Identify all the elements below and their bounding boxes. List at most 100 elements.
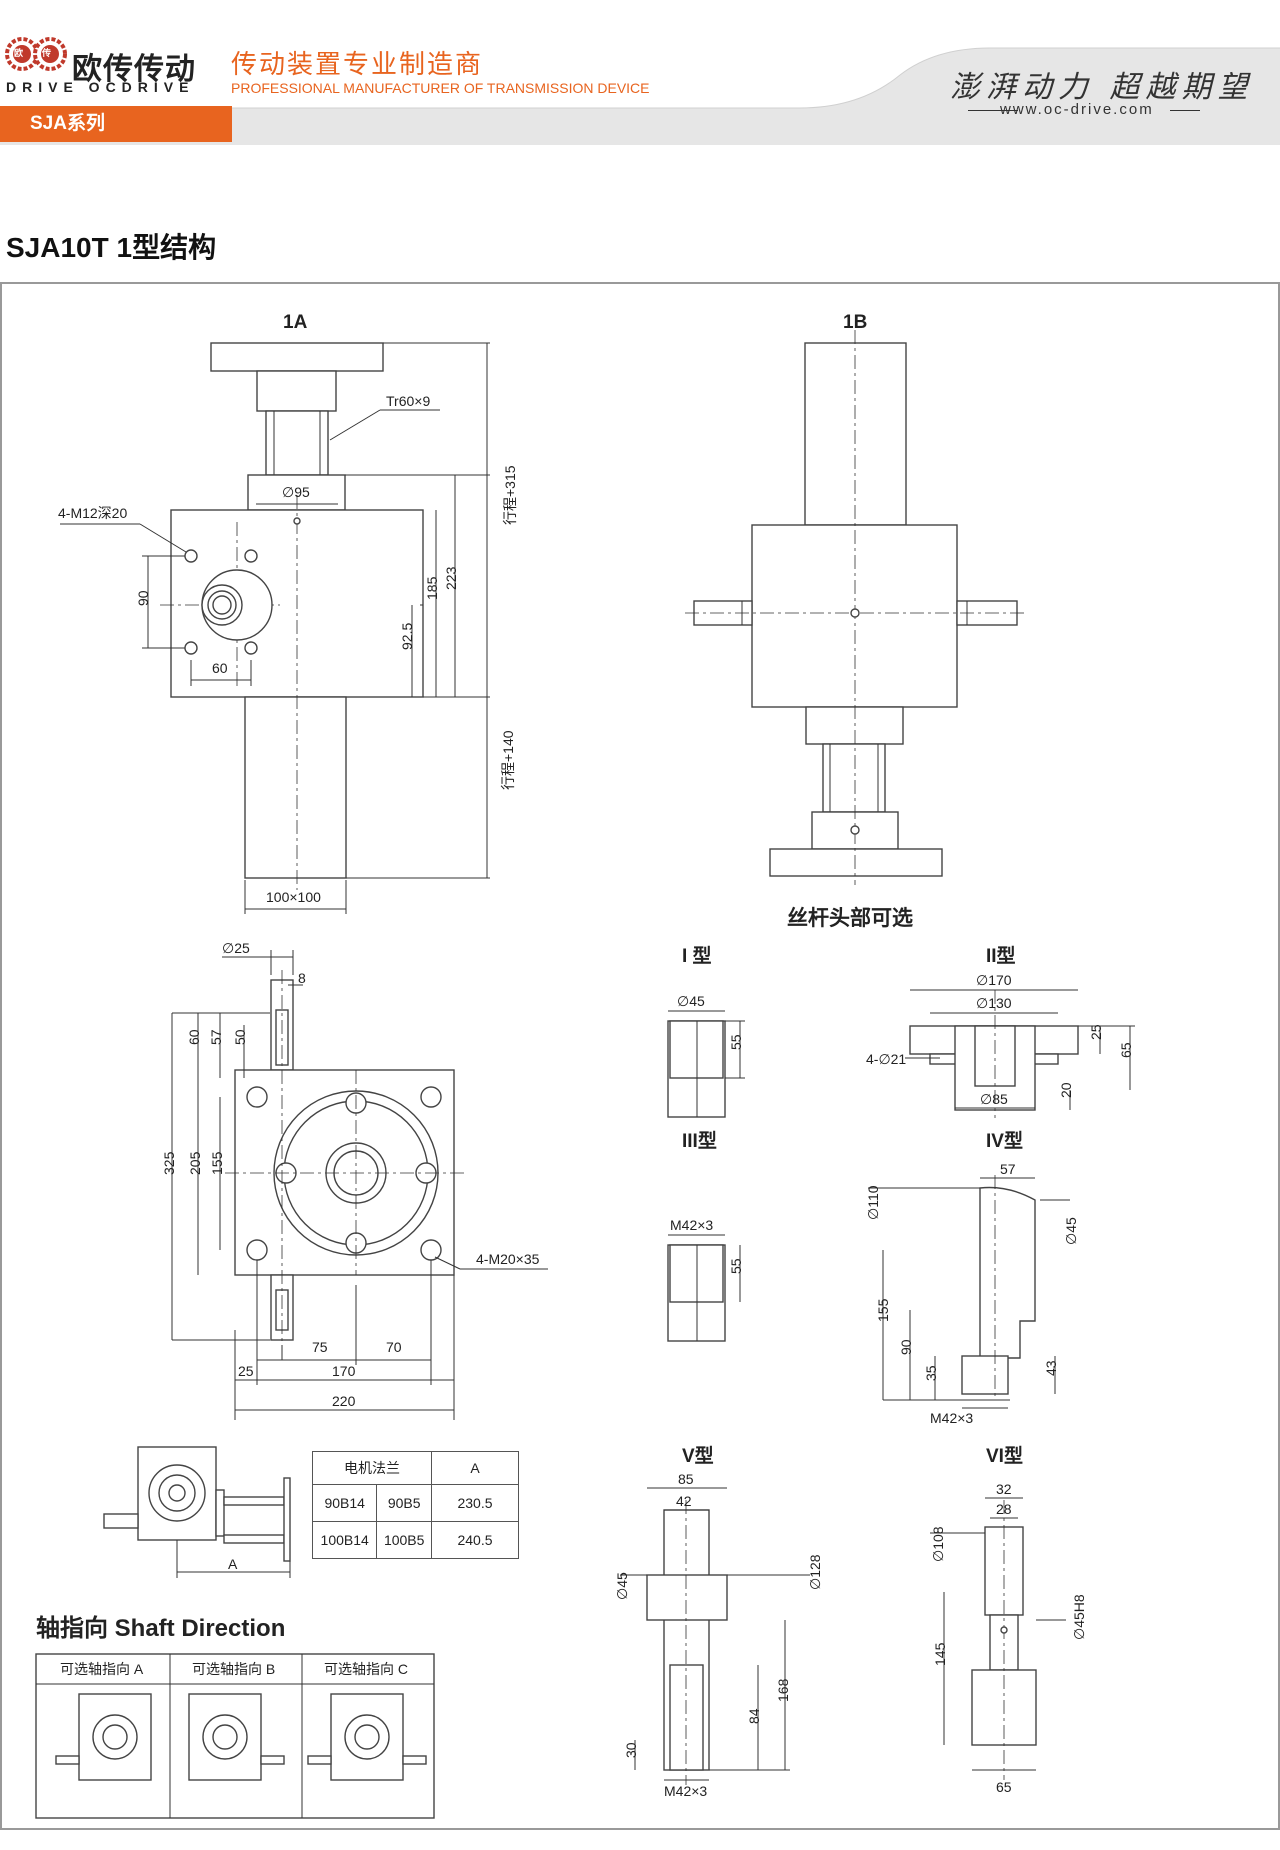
- shaft-diagram-b: [188, 1693, 285, 1781]
- dim-60-v: 60: [186, 1029, 202, 1045]
- type4-d110: ∅110: [865, 1185, 881, 1220]
- thread-label: Tr60×9: [386, 393, 430, 409]
- dia-95: ∅95: [282, 484, 310, 500]
- type2-d170: ∅170: [976, 972, 1012, 988]
- company-motto: 澎湃动力 超越期望: [950, 70, 1254, 105]
- type2-20: 20: [1058, 1082, 1074, 1098]
- view-1b: 1B: [685, 312, 1025, 885]
- type1-len: 55: [728, 1034, 744, 1050]
- type2-65: 65: [1118, 1042, 1134, 1058]
- view-1a: 1A Tr60×9 4-M12深20 ∅95 90: [58, 312, 518, 914]
- bolt-label: 4-M12深20: [58, 505, 127, 521]
- motor-flange-table: 电机法兰 A 90B14 90B5 230.5 100B14 100B5 240…: [311, 1451, 519, 1559]
- dim-155: 155: [209, 1151, 225, 1175]
- lift-tube: [804, 342, 907, 526]
- tube-size: 100×100: [266, 889, 321, 905]
- type5-d30: 30: [623, 1742, 639, 1758]
- type2-label: II型: [986, 944, 1016, 967]
- type6-d45h8: ∅45H8: [1071, 1594, 1087, 1640]
- table-cell: 90B14: [311, 1484, 378, 1522]
- page-header: 欧 传 欧传传动 DRIVE OCDRIVE 传动装置专业制造商 PROFESS…: [0, 0, 1280, 145]
- type1-dia: ∅45: [677, 993, 705, 1009]
- dim-50-v: 50: [232, 1029, 248, 1045]
- series-tab: SJA系列: [0, 106, 232, 142]
- dim-75: 75: [312, 1339, 328, 1355]
- shaft-option-c: 可选轴指向 C: [324, 1661, 408, 1677]
- type5-thread: M42×3: [664, 1783, 707, 1799]
- type4-d57: 57: [1000, 1161, 1016, 1177]
- shaft-option-b: 可选轴指向 B: [192, 1661, 275, 1677]
- table-cell: 100B5: [376, 1521, 432, 1559]
- shaft-direction-title: 轴指向 Shaft Direction: [36, 1614, 285, 1642]
- stroke-140: 行程+140: [500, 730, 516, 790]
- stroke-315: 行程+315: [502, 465, 518, 525]
- type5-d42: 42: [676, 1493, 692, 1509]
- motor-view: A: [103, 1446, 291, 1578]
- screw-head-type-3: III型 M42×3 55: [667, 1129, 744, 1342]
- type2-d85: ∅85: [980, 1091, 1008, 1107]
- screw-head-type-2: II型 ∅170 ∅130 ∅85 4-∅21 25 65 20: [866, 944, 1135, 1118]
- shaft-diagram-c: [307, 1693, 427, 1781]
- url-rule-right: [1170, 110, 1200, 111]
- table-cell: 90B5: [376, 1484, 432, 1522]
- type5-d85: 85: [678, 1471, 694, 1487]
- dim-223: 223: [443, 566, 459, 590]
- type2-25: 25: [1088, 1024, 1104, 1040]
- slogan-en: PROFESSIONAL MANUFACTURER OF TRANSMISSIO…: [231, 80, 650, 96]
- type6-d28: 28: [996, 1501, 1012, 1517]
- company-logo-icon: [5, 37, 67, 71]
- screw-head-type-5: V型 85 42 ∅128 ∅45 168 84 30 M42×3: [614, 1444, 823, 1799]
- type4-d43: 43: [1043, 1360, 1059, 1376]
- url-rule-left: [968, 110, 1018, 111]
- type6-label: VI型: [986, 1444, 1023, 1467]
- table-cell: 240.5: [431, 1521, 519, 1559]
- type2-d130: ∅130: [976, 995, 1012, 1011]
- top-plate: [210, 342, 384, 372]
- dim-90: 90: [135, 590, 151, 606]
- type4-d35: 35: [923, 1365, 939, 1381]
- type6-d145: 145: [932, 1642, 948, 1666]
- company-url: www.oc-drive.com: [1000, 101, 1154, 118]
- screw-head-type-1: I 型 ∅45 55: [667, 944, 745, 1118]
- bottom-view: ∅25 8 60 57 50 325 205 155 4-M20×35 75 7…: [161, 940, 548, 1420]
- shaft-diagram-a: [55, 1693, 152, 1781]
- type4-label: IV型: [986, 1129, 1023, 1152]
- type5-d128: ∅128: [807, 1554, 823, 1590]
- type2-holes: 4-∅21: [866, 1051, 906, 1067]
- type3-label: III型: [682, 1129, 717, 1152]
- type3-len: 55: [728, 1258, 744, 1274]
- dia-25: ∅25: [222, 940, 250, 956]
- logo-mark-left: 欧: [14, 48, 24, 58]
- type1-label: I 型: [682, 944, 712, 967]
- type5-d168: 168: [775, 1678, 791, 1702]
- drawing-frame: [0, 282, 1280, 1830]
- screw-heads-title: 丝杆头部可选: [787, 906, 913, 930]
- view-1a-label: 1A: [283, 312, 308, 333]
- header-background: [0, 47, 1280, 145]
- type3-thread: M42×3: [670, 1217, 713, 1233]
- type4-d155: 155: [875, 1298, 891, 1322]
- protective-tube: [244, 696, 347, 879]
- dim-60: 60: [212, 660, 228, 676]
- type5-label: V型: [682, 1444, 714, 1467]
- brand-name-en: DRIVE OCDRIVE: [6, 79, 195, 95]
- plate-boss: [256, 370, 337, 412]
- shaft-option-a: 可选轴指向 A: [60, 1661, 144, 1677]
- dim-170: 170: [332, 1363, 356, 1379]
- bolt-m20: 4-M20×35: [476, 1251, 540, 1267]
- dim-8: 8: [298, 970, 306, 986]
- type4-d90: 90: [898, 1339, 914, 1355]
- type6-d65: 65: [996, 1779, 1012, 1795]
- logo-mark-right: 传: [42, 48, 52, 58]
- shaft-direction-table: 可选轴指向 A 可选轴指向 B 可选轴指向 C: [35, 1653, 435, 1819]
- type5-d84: 84: [746, 1708, 762, 1724]
- motor-dim-a: A: [228, 1556, 238, 1572]
- dim-325: 325: [161, 1151, 177, 1175]
- dim-92-5: 92.5: [399, 623, 415, 650]
- type6-d108: ∅108: [930, 1526, 946, 1562]
- dim-185: 185: [424, 576, 440, 600]
- page-title: SJA10T 1型结构: [6, 232, 217, 263]
- screw-head-type-4: IV型 57 ∅110 ∅45 155 90 35 43 M42×3: [865, 1129, 1079, 1426]
- bottom-plate: [769, 848, 943, 877]
- brand-name-cn: 欧传传动: [72, 53, 196, 86]
